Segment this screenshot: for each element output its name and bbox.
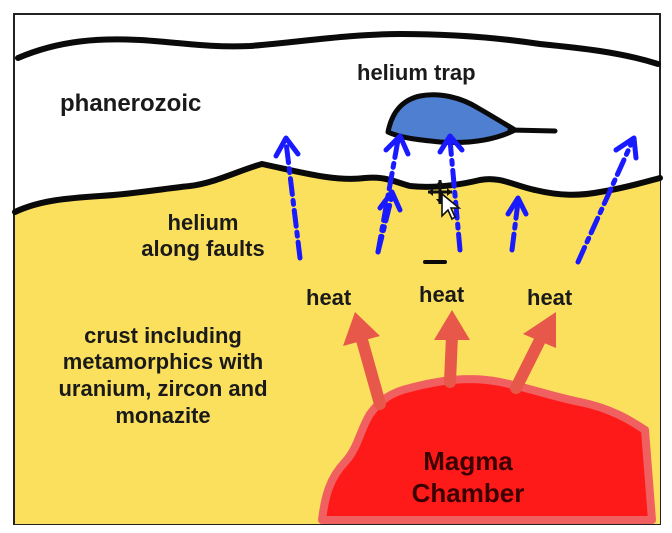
label-helium-line1: helium [168, 210, 239, 235]
label-heat-left: heat [306, 285, 352, 310]
label-heat-center: heat [419, 282, 465, 307]
label-crust-line3: uranium, zircon and [58, 376, 267, 401]
helium-trap-seal [510, 130, 555, 131]
label-helium-line2: along faults [141, 236, 264, 261]
label-heat-right: heat [527, 285, 573, 310]
label-crust-line4: monazite [115, 403, 210, 428]
label-crust-line1: crust including [84, 323, 242, 348]
label-helium-trap: helium trap [357, 60, 476, 85]
label-magma-line2: Chamber [412, 478, 525, 508]
label-crust-line2: metamorphics with [63, 349, 263, 374]
label-magma-line1: Magma [423, 446, 513, 476]
label-phanerozoic: phanerozoic [60, 90, 201, 117]
heat-arrow-center [450, 336, 452, 382]
